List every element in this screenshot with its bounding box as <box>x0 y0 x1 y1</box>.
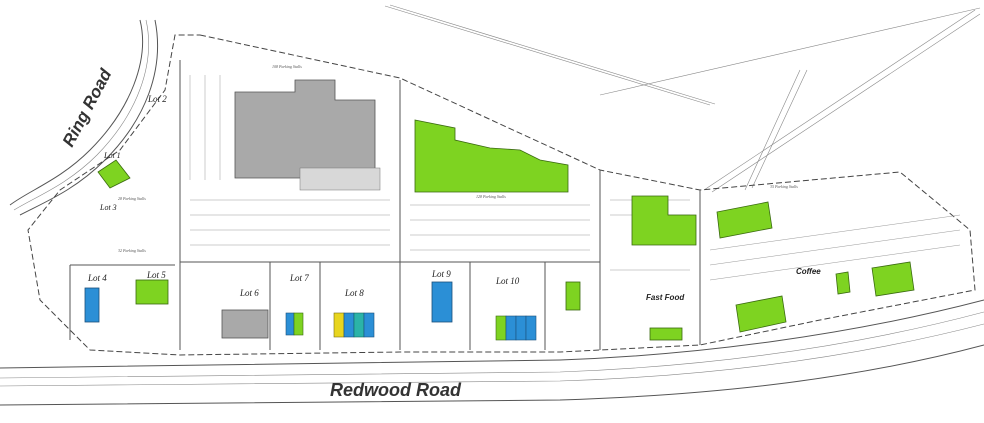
east-parking-note: 35 Parking Stalls <box>770 184 798 189</box>
lot9-blue-building <box>431 281 453 323</box>
lot-label-7: Lot 7 <box>289 273 309 283</box>
ring-road-edge-outer <box>9 19 144 206</box>
lot5-green-building <box>135 279 169 305</box>
existing-anchor-building <box>234 79 376 179</box>
lot-label-6: Lot 6 <box>239 288 259 298</box>
lot-label-9: Lot 9 <box>431 269 451 279</box>
lot-label-5: Lot 5 <box>146 270 166 280</box>
lot7-tenant-building <box>285 312 304 336</box>
fast-food-green-building <box>649 327 683 341</box>
lot6-existing-building <box>221 309 269 339</box>
lot2-parking-note: 108 Parking Stalls <box>272 64 302 69</box>
lot-north-green-building <box>414 119 569 193</box>
lot5-parking-note: 32 Parking Stalls <box>118 248 146 253</box>
lot-label-4: Lot 4 <box>87 273 107 283</box>
pad-ne-green-building <box>716 201 773 239</box>
coffee-green-building <box>835 271 851 295</box>
lot-label-1: Lot 1 <box>103 151 121 160</box>
lot-label-10: Lot 10 <box>495 276 520 286</box>
lot8-tenant-building <box>333 312 375 338</box>
redwood-road-north-edge <box>0 299 984 369</box>
lot10-tenant-building <box>495 315 537 341</box>
center-parking-note: 128 Parking Stalls <box>476 194 506 199</box>
property-boundary <box>27 34 976 356</box>
lot-label-3: Lot 3 <box>99 203 117 212</box>
parking-stalls <box>189 75 961 281</box>
existing-anchor-hatch <box>299 167 381 191</box>
pad-se-green-building <box>735 295 787 333</box>
lot-label-2: Lot 2 <box>147 94 167 104</box>
lot10-pad-green-building <box>565 281 581 311</box>
lot3-parking-note: 28 Parking Stalls <box>118 196 146 201</box>
lot4-blue-building <box>84 287 100 323</box>
fast-food-label: Fast Food <box>646 293 685 302</box>
lot1-green-building <box>97 159 131 189</box>
redwood-road-label: Redwood Road <box>330 380 462 400</box>
coffee-label: Coffee <box>796 267 821 276</box>
ring-road-label: Ring Road <box>59 65 116 150</box>
redwood-road-south-edge <box>0 344 984 406</box>
pad-east-green-building <box>631 195 697 246</box>
pad-far-east-green-building <box>871 261 915 297</box>
lot-label-8: Lot 8 <box>344 288 364 298</box>
